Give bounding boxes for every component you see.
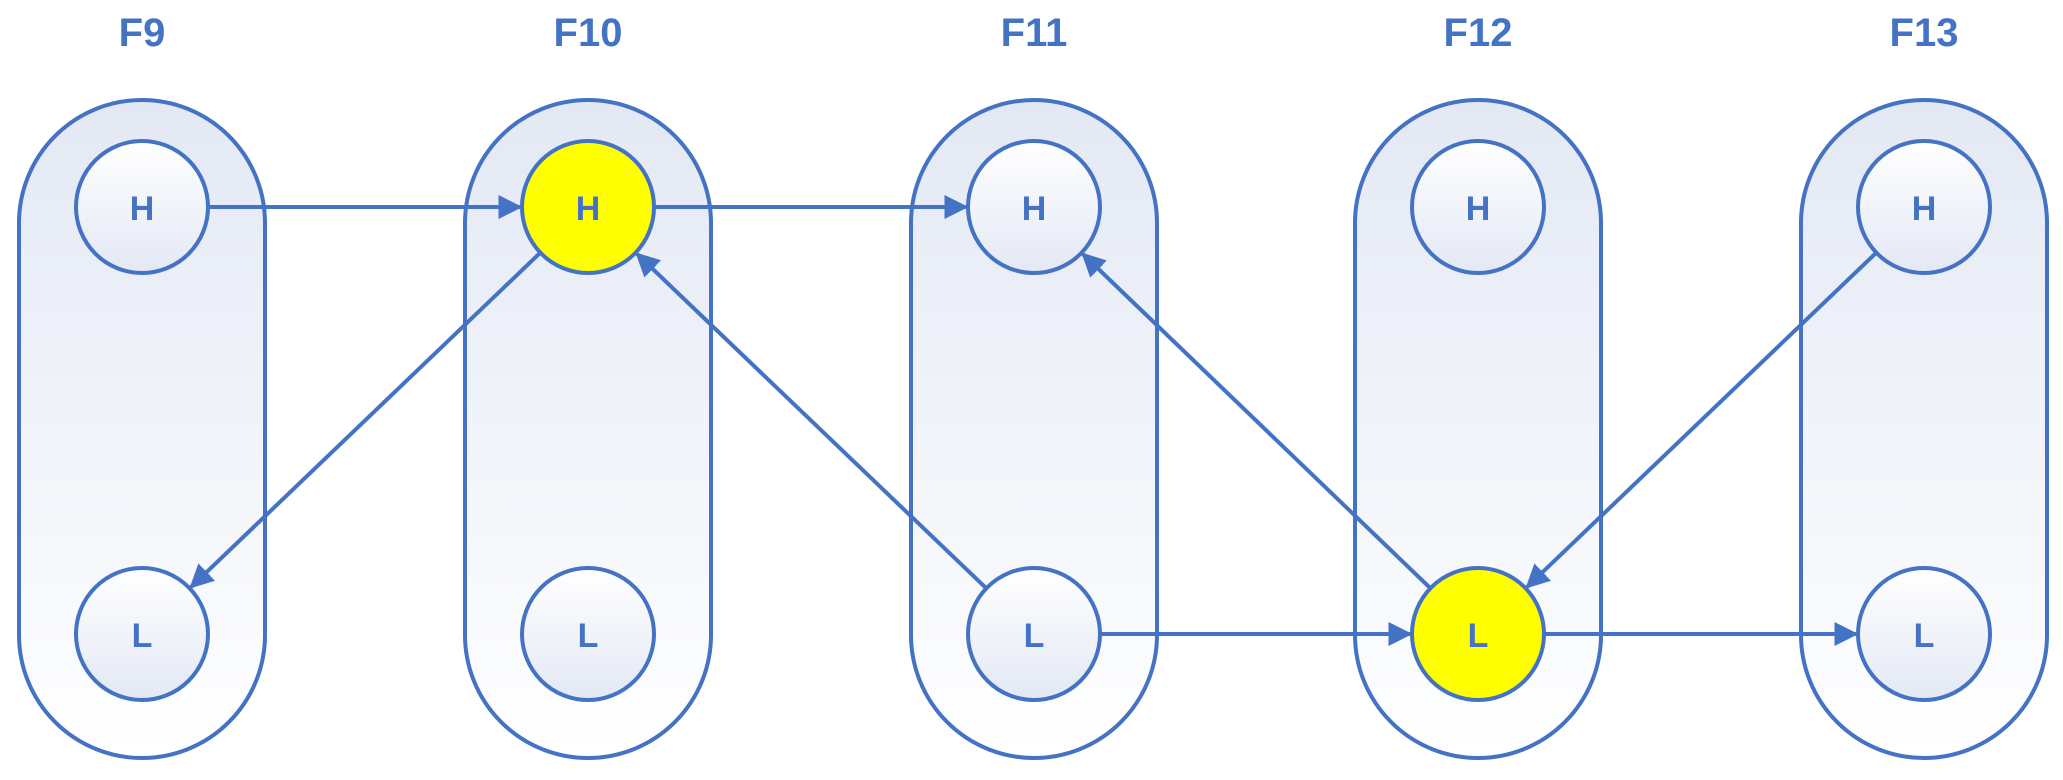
column-label-f11: F11 <box>1001 11 1068 55</box>
node-label-f10-low: L <box>578 617 599 655</box>
node-f9-low <box>74 566 210 702</box>
node-label-f9-low: L <box>132 617 153 655</box>
node-label-f13-high: H <box>1912 190 1937 228</box>
state-nodes: H L H L H L H L H L <box>74 139 1992 702</box>
transition-arrows <box>189 195 1878 646</box>
node-label-f12-high: H <box>1466 190 1491 228</box>
column-labels: F9 F10 F11 F12 F13 <box>119 11 1959 55</box>
node-f10-low <box>520 566 656 702</box>
arrow-f11-l-to-f10-h <box>635 252 988 590</box>
node-label-f10-high: H <box>576 190 601 228</box>
node-f9-high <box>74 139 210 275</box>
column-group-f9 <box>17 98 267 760</box>
column-label-f9: F9 <box>119 11 166 55</box>
node-f11-high <box>966 139 1102 275</box>
node-f13-high <box>1856 139 1992 275</box>
arrow-f10-h-to-f9-l <box>189 251 542 589</box>
node-label-f13-low: L <box>1914 617 1935 655</box>
column-group-f12 <box>1353 98 1603 760</box>
arrow-f13-h-to-f12-l <box>1525 251 1878 589</box>
node-f13-low <box>1856 566 1992 702</box>
column-label-f12: F12 <box>1444 11 1513 55</box>
node-f11-low <box>966 566 1102 702</box>
node-f10-high <box>520 139 656 275</box>
node-label-f11-low: L <box>1024 617 1045 655</box>
node-f12-high <box>1410 139 1546 275</box>
node-label-f9-high: H <box>130 190 155 228</box>
node-label-f11-high: H <box>1022 190 1047 228</box>
column-label-f13: F13 <box>1890 11 1959 55</box>
node-label-f12-low: L <box>1468 617 1489 655</box>
column-label-f10: F10 <box>554 11 623 55</box>
node-f12-low <box>1410 566 1546 702</box>
arrow-f12-l-to-f11-h <box>1081 252 1432 590</box>
